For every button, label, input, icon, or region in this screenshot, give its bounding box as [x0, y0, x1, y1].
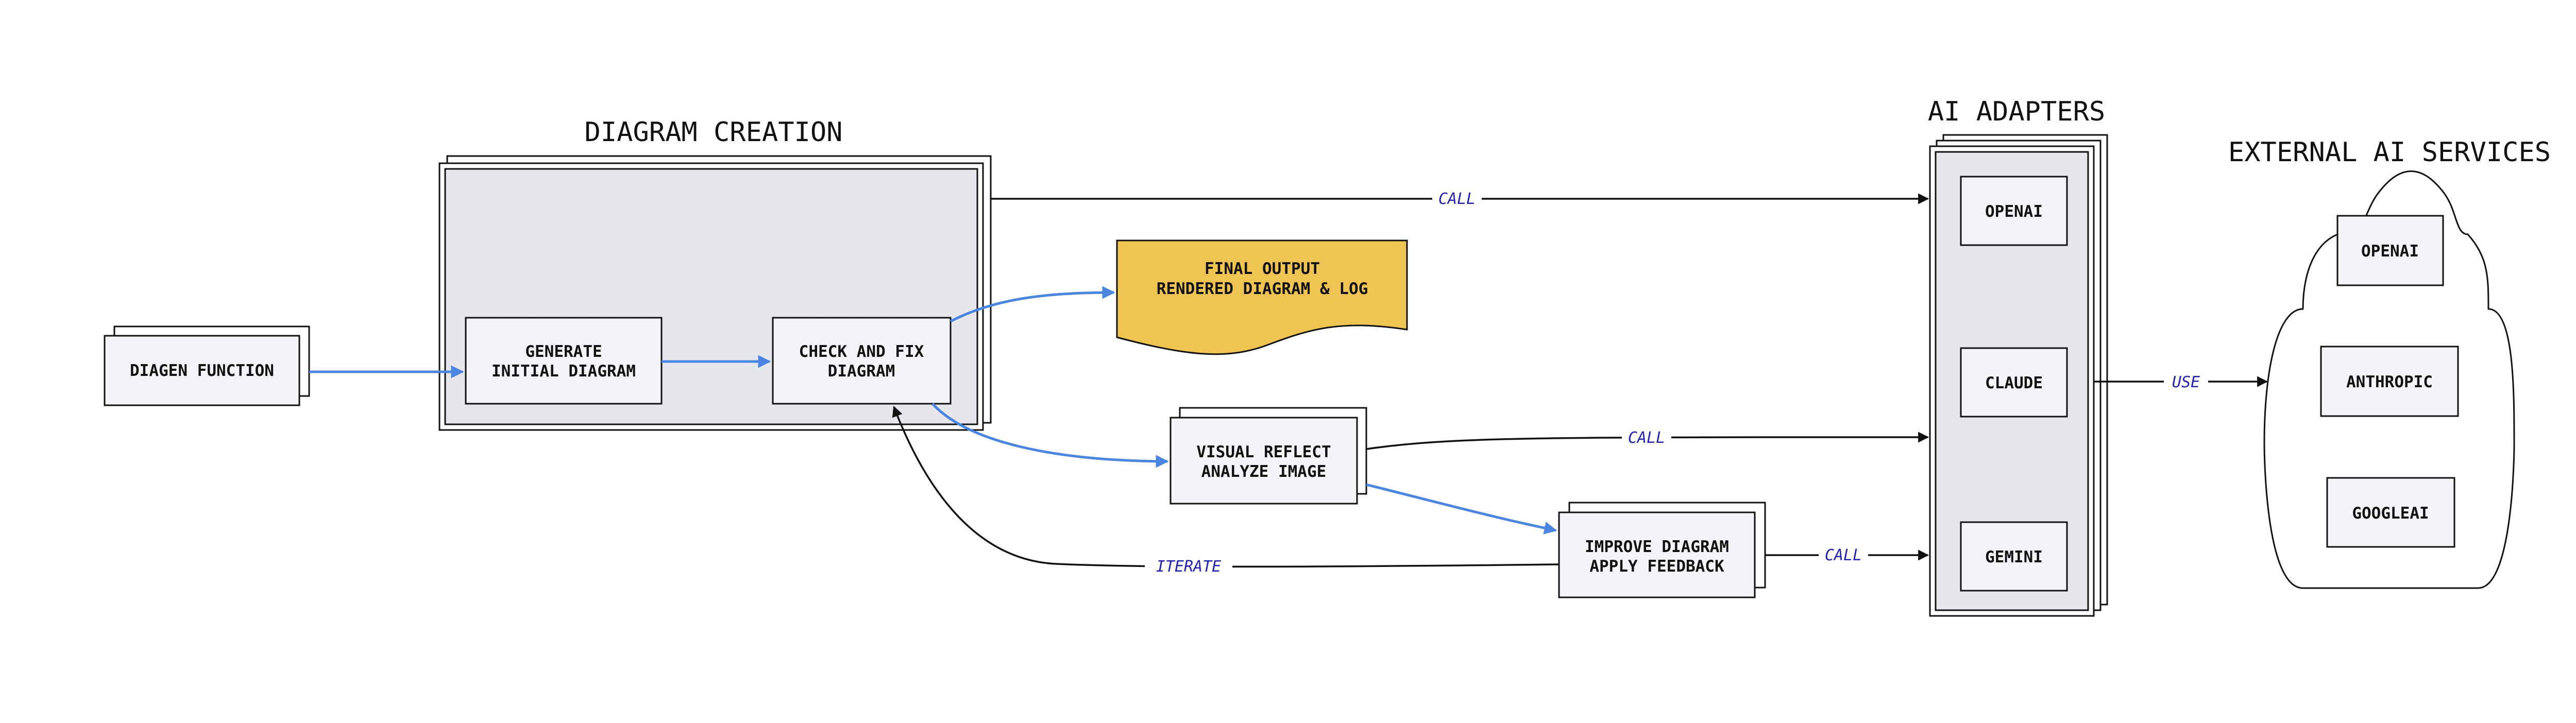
node-label-line2: INITIAL DIAGRAM [492, 362, 636, 381]
node-visual-reflect[interactable]: VISUAL REFLECT ANALYZE IMAGE [1170, 407, 1367, 505]
node-body [2336, 215, 2444, 286]
node-label-line2: ANALYZE IMAGE [1201, 462, 1327, 481]
node-body [1960, 176, 2068, 246]
node-label: ANTHROPIC [2346, 373, 2433, 391]
node-check-and-fix-diagram[interactable]: CHECK AND FIX DIAGRAM [772, 317, 952, 405]
node-label: GOOGLEAI [2352, 504, 2429, 523]
edge-label-bg [1622, 427, 1671, 447]
group-title-diagram-creation: DIAGRAM CREATION [585, 117, 843, 148]
node-label-line1: VISUAL REFLECT [1196, 443, 1331, 461]
node-label: GEMINI [1985, 548, 2043, 566]
node-service-openai[interactable]: OPENAI [2336, 215, 2444, 286]
node-body [104, 335, 300, 406]
node-label: CLAUDE [1985, 374, 2043, 392]
group-title-external-ai-services: EXTERNAL AI SERVICES [2228, 137, 2551, 168]
document-shape [1116, 239, 1408, 355]
node-service-googleai[interactable]: GOOGLEAI [2326, 477, 2455, 548]
node-body [2320, 346, 2459, 417]
edge-reflect-to-adapters [1366, 432, 1929, 450]
node-body [1170, 417, 1358, 505]
group-title-ai-adapters: AI ADAPTERS [1928, 96, 2105, 127]
node-body [465, 317, 663, 405]
edge-check-to-visual-reflect [931, 403, 1169, 468]
node-adapter-openai[interactable]: OPENAI [1960, 176, 2068, 246]
edge-label-call-creation: CALL [1438, 190, 1476, 208]
node-label: DIAGEN FUNCTION [130, 361, 274, 380]
node-label-line2: APPLY FEEDBACK [1589, 557, 1724, 576]
edge-label-use: USE [2172, 373, 2200, 391]
node-service-anthropic[interactable]: ANTHROPIC [2320, 346, 2459, 417]
node-label-line1: FINAL OUTPUT [1205, 260, 1320, 278]
node-body [2326, 477, 2455, 548]
node-label: OPENAI [2361, 242, 2419, 261]
node-adapter-claude[interactable]: CLAUDE [1960, 347, 2068, 418]
node-label: OPENAI [1985, 202, 2043, 221]
edge-label-bg [1819, 545, 1868, 564]
node-adapter-gemini[interactable]: GEMINI [1960, 521, 2068, 592]
node-improve-diagram[interactable]: IMPROVE DIAGRAM APPLY FEEDBACK [1558, 502, 1766, 598]
node-label-line2: DIAGRAM [828, 362, 895, 381]
edge-label-iterate: ITERATE [1156, 558, 1221, 576]
edge-label-call-improve: CALL [1825, 546, 1862, 564]
node-label-line1: CHECK AND FIX [799, 342, 924, 361]
edge-label-bg [1145, 556, 1232, 576]
node-body [1960, 521, 2068, 592]
edge-label-call-reflect: CALL [1628, 429, 1665, 447]
node-label-line2: RENDERED DIAGRAM & LOG [1157, 280, 1368, 298]
node-body [1558, 511, 1756, 598]
edge-label-bg [1432, 188, 1482, 208]
node-generate-initial-diagram[interactable]: GENERATE INITIAL DIAGRAM [465, 317, 663, 405]
edge-improve-to-check-iterate [892, 406, 1560, 568]
node-body [772, 317, 952, 405]
edge-check-to-final-output [950, 286, 1115, 323]
node-label-line1: GENERATE [525, 342, 602, 361]
node-label-line1: IMPROVE DIAGRAM [1585, 538, 1729, 556]
node-diagen-function[interactable]: DIAGEN FUNCTION [104, 325, 310, 406]
node-body [1960, 347, 2068, 418]
edge-label-bg [2164, 372, 2208, 391]
node-final-output[interactable]: FINAL OUTPUT RENDERED DIAGRAM & LOG [1116, 239, 1408, 355]
edge-visual-reflect-to-improve [1366, 483, 1557, 535]
